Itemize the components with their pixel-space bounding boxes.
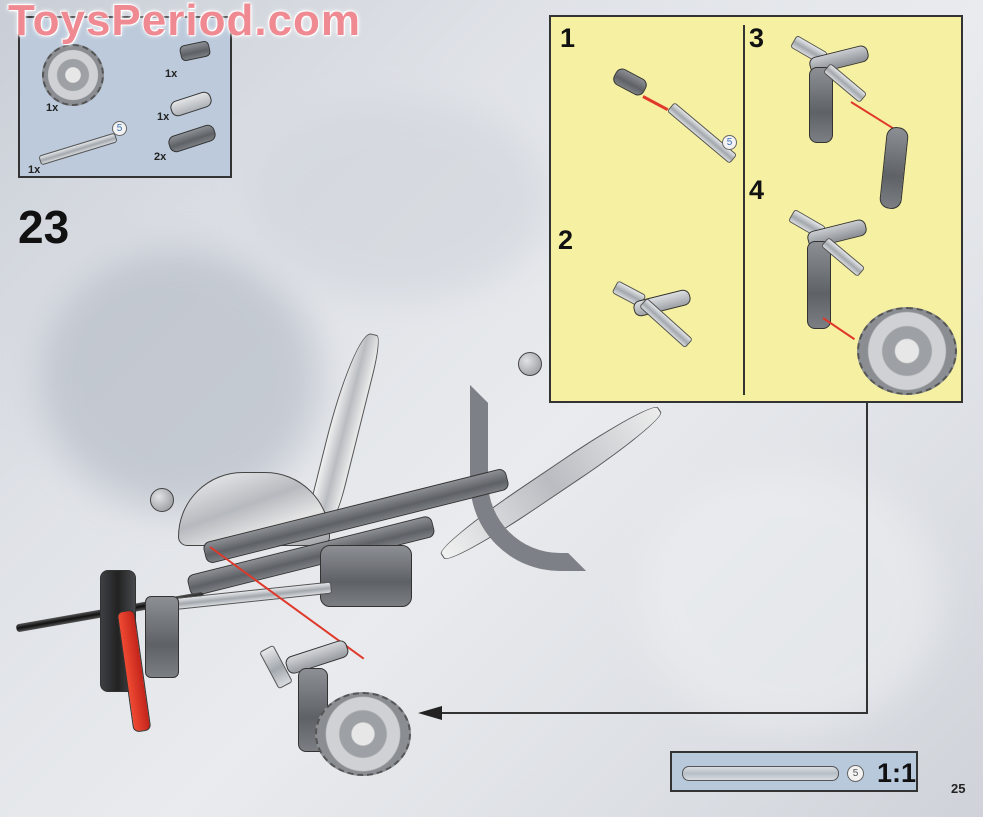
parts-qty: 1x <box>28 164 41 176</box>
dark-beam <box>298 668 328 752</box>
black-frame <box>100 570 136 692</box>
watermark: ToysPeriod.com <box>8 0 362 45</box>
sub-step-number-1: 1 <box>560 23 576 53</box>
scale-label: 1:1 <box>877 758 917 788</box>
callout-line-vertical <box>866 403 868 713</box>
curved-blade-upper <box>307 329 383 523</box>
axle-icon <box>666 102 738 164</box>
axle-length-badge: 5 <box>722 135 737 150</box>
curved-blade-lower <box>435 398 667 568</box>
sub-step-number-4: 4 <box>749 175 765 205</box>
axle <box>169 581 333 611</box>
background-shape <box>250 100 550 300</box>
axle-icon <box>38 132 118 166</box>
axle-1to1-icon <box>682 766 839 781</box>
dark-beam-icon <box>878 126 910 210</box>
background-shape <box>40 250 320 510</box>
sub-steps-divider <box>743 25 745 395</box>
sub-step-number-3: 3 <box>749 23 765 53</box>
connector-block <box>320 545 412 607</box>
sub-steps-panel: 1 5 2 3 4 <box>549 15 963 403</box>
parts-qty: 1x <box>165 68 178 80</box>
dark-beam-icon <box>166 122 218 155</box>
black-axle <box>15 591 205 633</box>
assembly-arrow <box>822 317 856 341</box>
main-step-number: 23 <box>18 201 70 253</box>
assembly-arrow <box>642 95 669 111</box>
callout-line-horizontal <box>440 712 868 714</box>
background-shape <box>640 470 940 730</box>
parts-qty: 1x <box>157 111 170 123</box>
axle-connector-icon <box>610 66 650 98</box>
parts-qty: 2x <box>154 151 167 163</box>
scale-reference-panel: 5 1:1 <box>670 751 918 792</box>
axle-length-badge: 5 <box>112 121 127 136</box>
page-number: 25 <box>951 781 966 796</box>
gear-hub <box>315 692 411 776</box>
parts-list-panel: 1x 1x 1x 2x 5 1x <box>18 16 232 178</box>
gear-hub-icon <box>857 307 957 395</box>
dark-beam-icon <box>807 241 831 329</box>
beam-icon <box>168 89 214 119</box>
beam <box>283 638 351 676</box>
gray-frame <box>145 596 179 678</box>
ball-joint <box>518 352 542 376</box>
gear-hub-icon <box>42 44 104 106</box>
assembly-guide-line <box>209 546 365 660</box>
axle-connector <box>259 644 293 690</box>
dark-beam-icon <box>809 67 833 143</box>
axle-length-badge: 5 <box>847 765 864 782</box>
parts-qty: 1x <box>46 102 59 114</box>
callout-arrow-icon <box>418 706 442 720</box>
main-beam <box>186 514 436 598</box>
curved-hook <box>470 385 586 571</box>
red-beam <box>116 609 152 733</box>
sub-step-number-2: 2 <box>558 225 574 255</box>
